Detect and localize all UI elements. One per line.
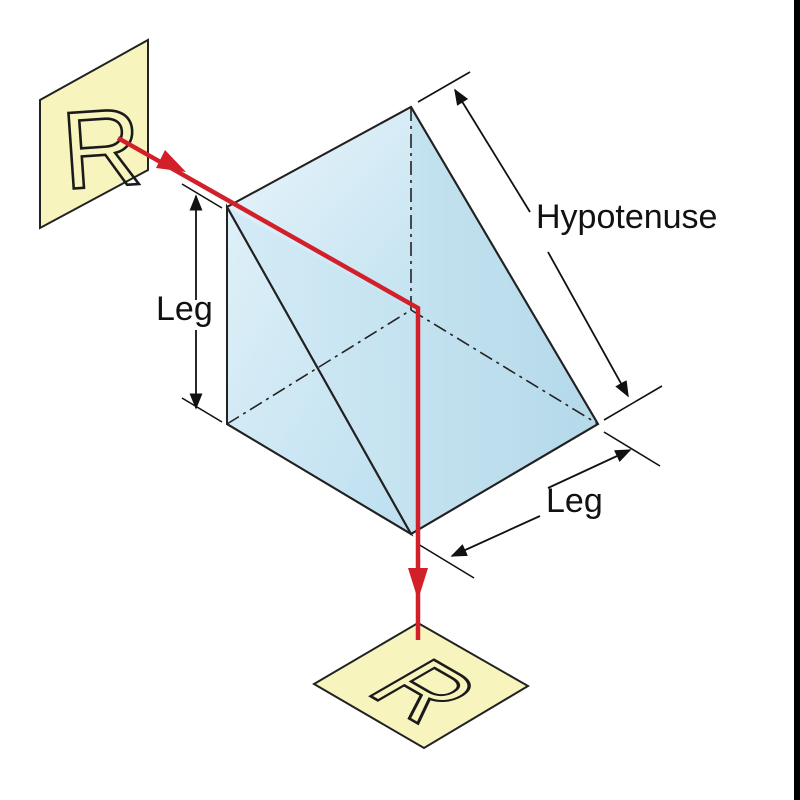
hypotenuse-dimension: Hypotenuse [417, 71, 717, 421]
input-card: R [39, 38, 149, 230]
leg-bottom-dimension: Leg [417, 431, 661, 579]
beam-arrow-in [156, 150, 186, 172]
beam-arrow-out [408, 568, 428, 600]
output-card: R [312, 621, 530, 750]
hypotenuse-label: Hypotenuse [536, 198, 717, 236]
frame-right-edge [794, 0, 800, 800]
leg-bottom-label: Leg [546, 482, 603, 520]
leg-left-dimension: Leg [156, 183, 223, 423]
prism [225, 105, 600, 537]
input-card-letter: R [58, 85, 146, 213]
prism-top-face [227, 107, 411, 310]
prism-hidden-edges [226, 107, 599, 425]
leg-left-label: Leg [156, 290, 213, 328]
light-beam [116, 136, 428, 640]
